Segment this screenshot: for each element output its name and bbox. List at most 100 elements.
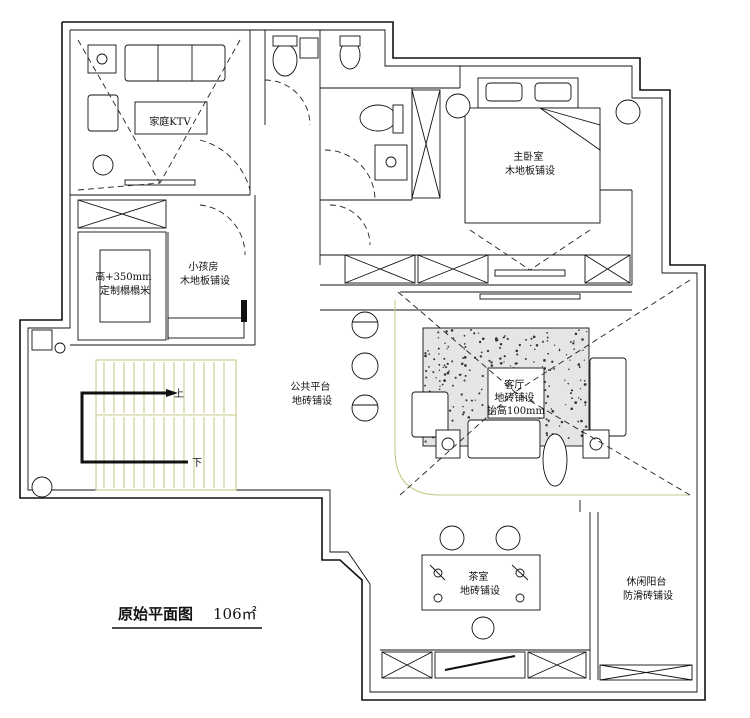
floor-texture-dot <box>445 330 448 333</box>
floor-texture-dot <box>547 369 550 371</box>
floor-texture-dot <box>509 365 512 367</box>
floor-texture-dot <box>582 349 584 351</box>
floor-texture-dot <box>579 388 582 390</box>
tea-room-label: 茶室 地砖铺设 <box>460 570 500 597</box>
floor-texture-dot <box>461 413 464 416</box>
living-room-raise: 抬高100mm <box>487 404 546 417</box>
outer-walls <box>19 21 706 701</box>
floor-texture-dot <box>480 388 483 391</box>
floor-texture-dot <box>480 351 483 354</box>
floor-texture-dot <box>584 404 587 406</box>
floor-texture-dot <box>477 332 480 334</box>
floor-texture-dot <box>448 409 452 412</box>
stairs-down-label: 下 <box>192 458 202 469</box>
floor-texture-dot <box>438 388 441 391</box>
floor-texture-dot <box>515 349 519 353</box>
floor-texture-dot <box>504 335 506 337</box>
floor-texture-dot <box>583 359 585 361</box>
floor-texture-dot <box>533 348 536 350</box>
kids-room-name: 小孩房 <box>188 260 218 273</box>
floor-texture-dot <box>470 329 472 331</box>
balcony-label: 休闲阳台 防滑砖铺设 <box>623 575 673 602</box>
floor-texture-dot <box>460 393 463 396</box>
kids-room-furniture <box>77 199 245 341</box>
floor-texture-dot <box>424 354 427 358</box>
floor-texture-dot <box>502 336 504 339</box>
floor-texture-dot <box>574 332 578 336</box>
floor-texture-dot <box>546 340 549 342</box>
floor-texture-dot <box>432 371 435 374</box>
floor-texture-dot <box>541 365 544 368</box>
floor-texture-dot <box>428 366 430 368</box>
floor-texture-dot <box>518 343 522 347</box>
floor-texture-dot <box>578 397 580 399</box>
floor-texture-dot <box>574 401 578 405</box>
floor-texture-dot <box>450 329 454 332</box>
floor-texture-dot <box>583 380 586 382</box>
plan-title-text: 原始平面图 <box>118 605 193 623</box>
floor-texture-dot <box>558 425 561 427</box>
floor-texture-dot <box>444 342 446 345</box>
floor-texture-dot <box>490 364 494 367</box>
floor-texture-dot <box>570 407 574 411</box>
floor-texture-dot <box>546 331 549 334</box>
floor-texture-dot <box>490 361 493 364</box>
floor-texture-dot <box>524 358 527 360</box>
floor-texture-dot <box>427 349 429 352</box>
floor-texture-dot <box>547 352 550 355</box>
floor-texture-dot <box>451 384 454 387</box>
public-platform-floor: 地砖铺设 <box>292 394 332 407</box>
floor-texture-dot <box>462 411 465 414</box>
floor-texture-dot <box>462 357 464 359</box>
bathroom-fixtures <box>272 35 441 199</box>
floor-texture-dot <box>424 352 427 355</box>
floor-texture-dot <box>494 337 498 340</box>
floor-texture-dot <box>451 419 454 422</box>
floor-texture-dot <box>564 379 566 381</box>
tea-room-floor: 地砖铺设 <box>460 584 500 597</box>
floor-texture-dot <box>424 384 426 387</box>
floor-texture-dot <box>569 359 571 361</box>
floor-texture-dot <box>468 369 471 372</box>
kids-room-label: 小孩房 木地板铺设 <box>180 260 230 287</box>
floor-texture-dot <box>443 373 447 376</box>
floor-texture-dot <box>463 356 467 359</box>
floor-texture-dot <box>558 349 561 352</box>
living-room-floor: 地砖铺设 <box>494 391 534 404</box>
floor-texture-dot <box>438 363 441 366</box>
floor-texture-dot <box>471 409 474 412</box>
floor-texture-dot <box>546 434 549 437</box>
ktv-label: 家庭KTV <box>149 115 191 128</box>
floor-texture-dot <box>584 401 587 404</box>
floor-texture-dot <box>503 361 505 363</box>
floor-texture-dot <box>544 389 547 392</box>
floor-texture-dot <box>578 366 581 368</box>
floor-texture-dot <box>439 385 441 388</box>
floor-texture-dot <box>571 389 574 392</box>
floor-texture-dot <box>499 361 503 365</box>
floor-texture-dot <box>573 348 575 350</box>
floor-texture-dot <box>464 345 467 348</box>
floor-texture-dot <box>438 369 441 371</box>
living-room-name: 客厅 <box>504 378 524 391</box>
floor-texture-dot <box>443 379 446 383</box>
floor-texture-dot <box>424 440 427 443</box>
tea-room-furniture <box>381 525 587 679</box>
floor-texture-dot <box>437 331 440 334</box>
floor-texture-dot <box>446 371 450 375</box>
floor-texture-dot <box>499 357 502 360</box>
floor-texture-dot <box>437 347 440 350</box>
floor-texture-dot <box>541 340 544 343</box>
floor-texture-dot <box>463 379 466 382</box>
public-platform-label: 公共平台 地砖铺设 <box>290 380 333 407</box>
plan-area-text: 106㎡ <box>213 605 257 623</box>
stairs-up-label: 上 <box>174 388 184 400</box>
floor-texture-dot <box>579 379 582 382</box>
floor-texture-dot <box>499 343 503 346</box>
floor-texture-dot <box>532 335 536 339</box>
floor-texture-dot <box>443 357 446 360</box>
floor-texture-dot <box>529 344 532 347</box>
floor-texture-dot <box>460 373 462 376</box>
floor-texture-dot <box>464 374 467 377</box>
